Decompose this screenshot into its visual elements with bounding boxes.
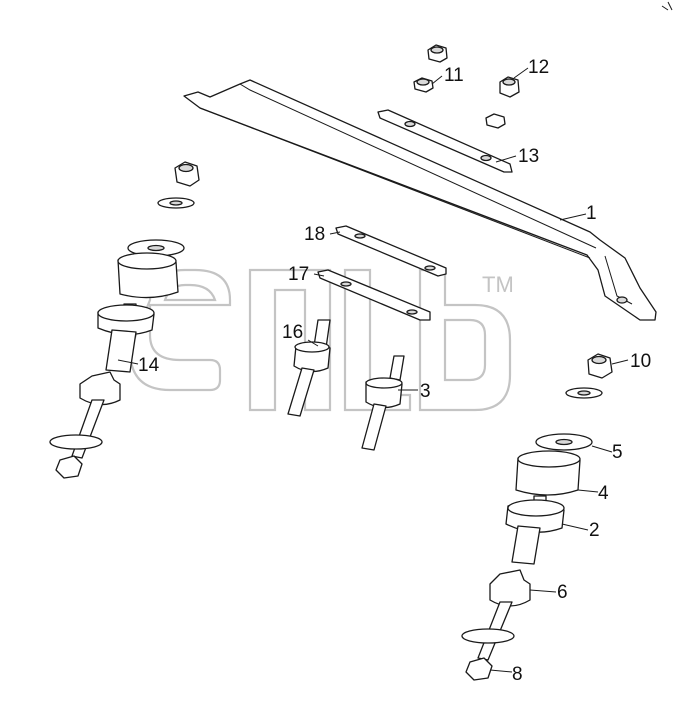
nut-part-11-top (427, 44, 448, 63)
callout-16: 16 (282, 322, 303, 343)
callout-13: 13 (518, 146, 539, 167)
nut-part-10 (587, 353, 613, 379)
plate-part-17 (317, 269, 431, 321)
callout-8: 8 (512, 664, 523, 685)
callout-12: 12 (528, 57, 549, 78)
rubber-mount-part-4 (515, 450, 581, 496)
callout-1: 1 (586, 203, 597, 224)
spacer-left (79, 371, 121, 406)
callout-4: 4 (598, 483, 609, 504)
nut-part-11 (413, 77, 434, 93)
stud-part-16 (287, 319, 331, 417)
watermark-logo: TM (128, 268, 514, 412)
plate-part-13 (377, 109, 513, 173)
callout-10: 10 (630, 351, 651, 372)
callout-6: 6 (557, 582, 568, 603)
bracket-bar-part-1 (183, 79, 657, 321)
leader-lines (117, 67, 629, 673)
bushing-part-2 (505, 495, 565, 565)
washer-right-small (565, 387, 603, 399)
callout-3: 3 (420, 381, 431, 402)
callout-5: 5 (612, 442, 623, 463)
callout-17: 17 (288, 264, 309, 285)
nut-left-top (174, 161, 200, 187)
stud-part-3 (361, 355, 405, 451)
bolt-part-8 (461, 601, 515, 681)
rubber-mount-left (117, 252, 179, 299)
watermark-trademark: TM (482, 272, 514, 297)
bushing-left-part-14 (97, 303, 155, 373)
bolt-left (49, 399, 105, 479)
callout-11: 11 (444, 65, 464, 86)
washer-part-5 (535, 433, 593, 451)
washer-left-small (157, 197, 195, 209)
corner-mark (661, 1, 673, 11)
nut-part-12-lower (485, 113, 506, 129)
spacer-part-6 (489, 569, 531, 607)
callout-14: 14 (138, 355, 160, 376)
callout-2: 2 (589, 520, 600, 541)
plate-part-18 (335, 225, 447, 277)
callout-18: 18 (304, 224, 325, 245)
nut-part-12 (499, 76, 520, 98)
callout-numbers: 1 2 3 4 5 6 8 10 11 12 13 14 16 17 18 (138, 57, 651, 685)
